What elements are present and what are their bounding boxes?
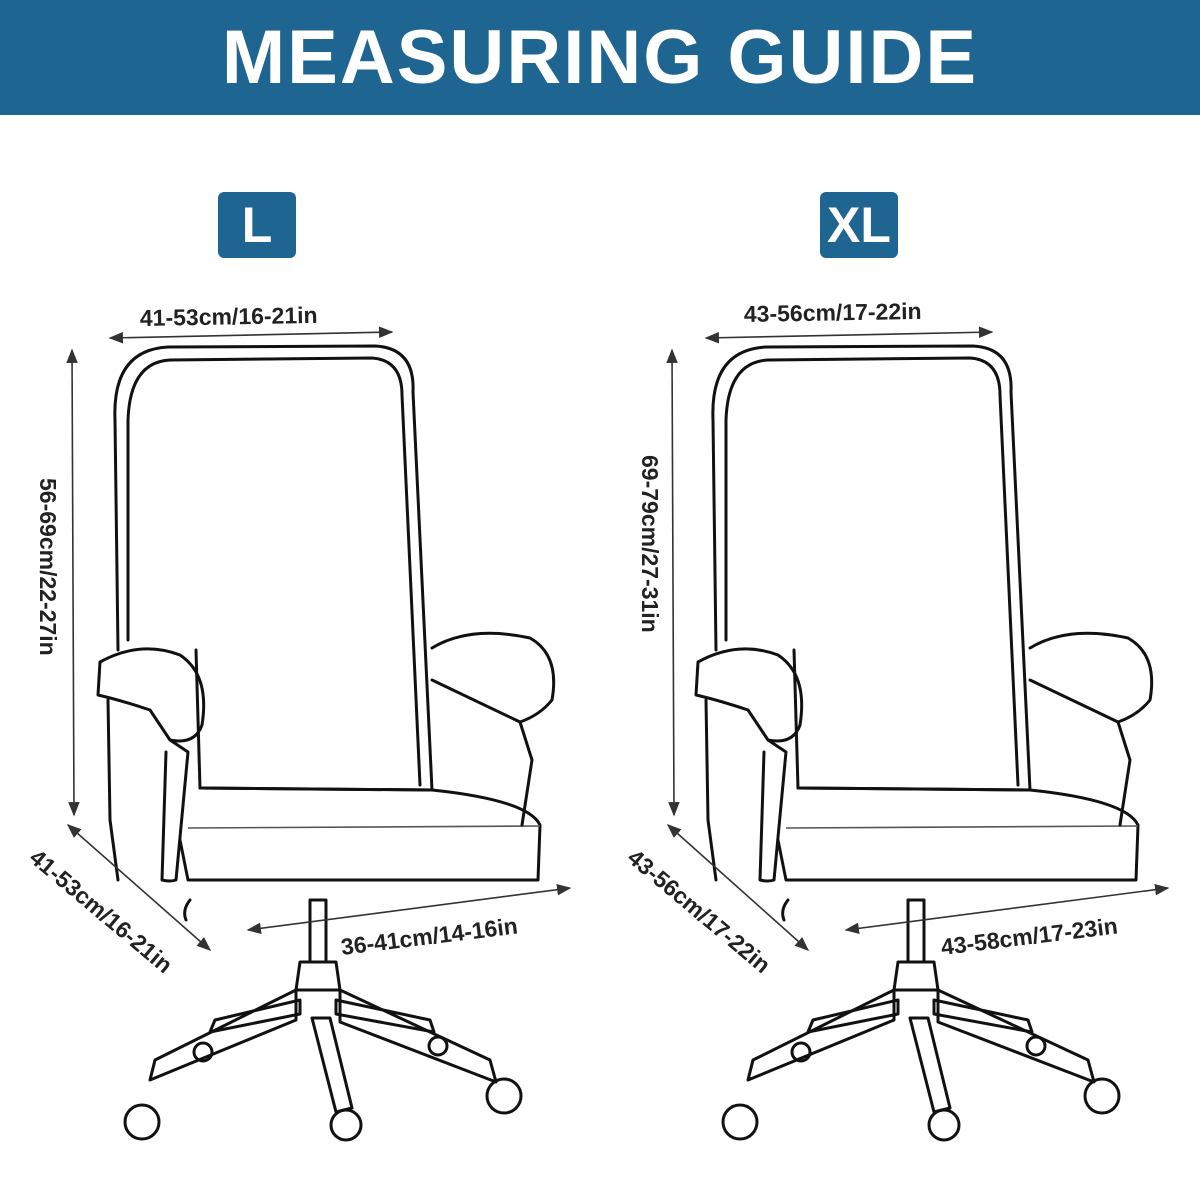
seat-depth-label-xl: 43-56cm/17-22in xyxy=(623,844,776,978)
dimensions-xl: 43-56cm/17-22in 69-79cm/27-31in 43-56cm/… xyxy=(623,298,1170,978)
seat-width-label-xl: 43-58cm/17-23in xyxy=(939,912,1119,959)
back-width-label-l: 41-53cm/16-21in xyxy=(140,302,318,331)
back-height-label-l: 56-69cm/22-27in xyxy=(35,478,61,656)
dimensions-l: 41-53cm/16-21in 56-69cm/22-27in 41-53cm/… xyxy=(25,302,572,978)
size-badge-l: L xyxy=(218,192,296,258)
seat-width-label-l: 36-41cm/14-16in xyxy=(339,912,519,959)
size-badge-xl: XL xyxy=(820,192,898,258)
seat-depth-label-l: 41-53cm/16-21in xyxy=(25,844,178,978)
page-title: MEASURING GUIDE xyxy=(221,15,979,100)
back-width-label-xl: 43-56cm/17-22in xyxy=(744,298,922,327)
chair-illustration-l xyxy=(96,344,556,1142)
header-banner: MEASURING GUIDE xyxy=(0,0,1200,115)
chair-illustration-xl xyxy=(694,344,1154,1142)
back-height-label-xl: 69-79cm/27-31in xyxy=(637,455,663,633)
